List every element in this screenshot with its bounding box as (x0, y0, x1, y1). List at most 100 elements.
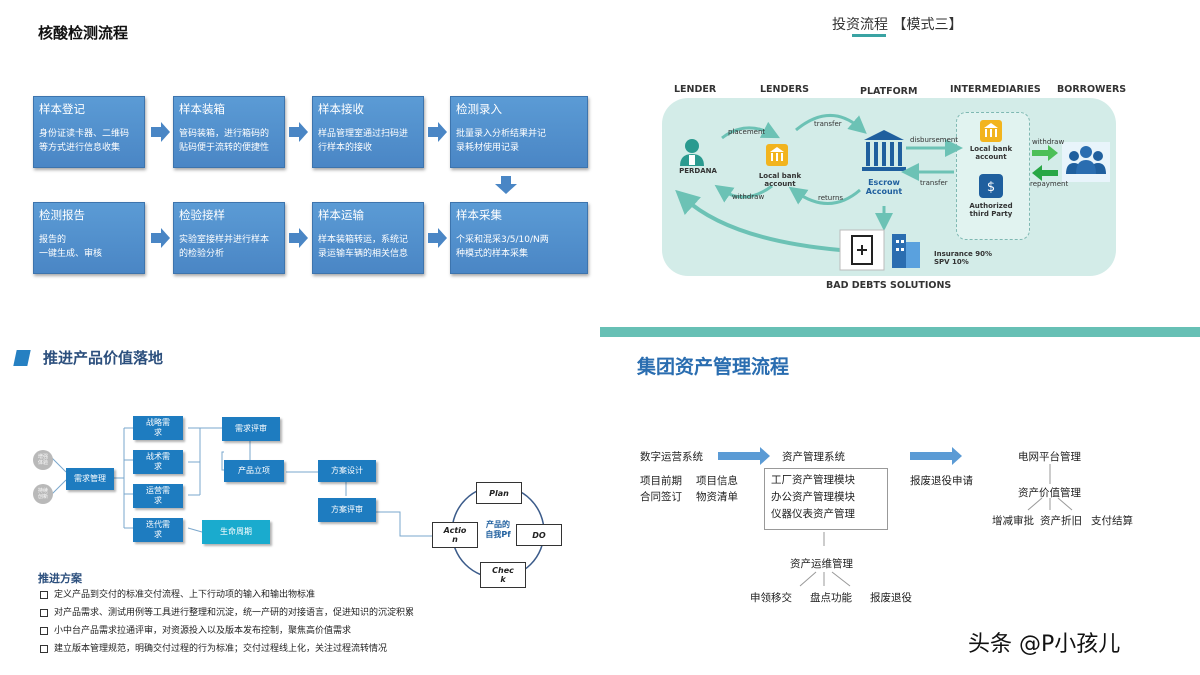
label-withdraw: withdraw (732, 193, 765, 201)
process-step-desc: 种模式的样本采集 (456, 249, 529, 259)
asset-ops-management: 资产运维管理 (790, 558, 853, 570)
arrow-down-1 (495, 176, 517, 194)
value-item: 增减审批 (992, 515, 1034, 527)
label-disbursement: disbursement (910, 136, 959, 144)
insurance-line1: Insurance 90% (934, 250, 992, 258)
arrow-right-2 (289, 122, 308, 142)
process-step-desc: 样品管理室通过扫码进 (318, 129, 409, 139)
bullet-square (40, 644, 48, 653)
product-approval-box: 产品立项 (224, 460, 284, 482)
pdca-center-line2: 自我Pf (485, 530, 511, 539)
local-bank-label: Local bank account (752, 172, 808, 188)
process-step-desc: 报告的 (39, 235, 67, 245)
intermediary-bank-icon (980, 120, 1002, 142)
scrap-apply: 报废退役申请 (910, 475, 973, 487)
process-step-title: 检测录入 (456, 102, 502, 116)
tactical-line1: 战术需 (146, 452, 170, 461)
process-step-desc: 贴码便于流转的便捷性 (179, 143, 270, 153)
arrow-bad-debts (675, 189, 841, 252)
arrow-returns (788, 186, 861, 205)
asset-management-system: 资产管理系统 (782, 451, 845, 463)
process-step-box: 样本运输样本装箱转运，系统记录运输车辆的相关信息 (312, 202, 424, 274)
check-line1: Chec (492, 566, 514, 575)
asset-value-management: 资产价值管理 (1018, 487, 1081, 499)
label-repayment: repayment (1030, 180, 1069, 188)
left-item: 项目信息 (696, 475, 738, 487)
escrow-bank-icon (862, 130, 906, 171)
watermark: 头条 @P小孩儿 (968, 632, 1121, 657)
module-item: 办公资产管理模块 (771, 491, 855, 503)
q1-arrows (151, 122, 517, 248)
arrow-transfer (795, 114, 867, 134)
arrow-right-5 (289, 228, 308, 248)
local-bank2-line2: account (975, 153, 1007, 161)
q2-title-mode: 【模式三】 (892, 17, 963, 33)
process-step-desc: 个采和混采3/5/10/N两 (456, 235, 549, 245)
process-step-desc: 实验室接样并进行样本 (179, 235, 270, 245)
process-step-desc: 管码装箱，进行箱码的 (179, 129, 270, 139)
iteration-demand-box: 迭代需求 (133, 518, 183, 542)
bubble-continuous-innovation: 持续创新 (33, 484, 53, 504)
borrowers-group-icon (1062, 142, 1110, 182)
header-platform: PLATFORM (860, 86, 918, 97)
bullet-text: 建立版本管理规范，明确交付过程的行为标准；交付过程线上化，关注过程流转情况 (54, 644, 388, 654)
process-step-box: 检测报告报告的一键生成、审核 (33, 202, 145, 274)
iteration-line2: 求 (154, 530, 162, 539)
bullet-square (40, 608, 48, 617)
clipboard-icon (839, 229, 885, 271)
arrow-repayment-green (1032, 165, 1058, 181)
process-step-box: 检测录入批量录入分析结果并记录耗材使用记录 (450, 96, 588, 168)
local-bank-line1: Local bank (758, 172, 802, 180)
label-withdraw2: withdraw (1032, 138, 1065, 146)
bubble1-line1: 增强 (37, 454, 48, 460)
tactical-demand-box: 战术需求 (133, 450, 183, 474)
q3-title-marker (13, 350, 31, 366)
q4-connectors (718, 447, 1073, 587)
arrow-right-1 (151, 122, 170, 142)
pdca-center: 产品的 自我Pf (478, 520, 518, 540)
bubble2-line1: 持续 (37, 488, 48, 494)
solution-design-box: 方案设计 (318, 460, 376, 482)
plan-subtitle: 推进方案 (38, 572, 82, 585)
operational-line2: 求 (154, 496, 162, 505)
process-step-box: 样本登记身份证读卡器、二维码等方式进行信息收集 (33, 96, 145, 168)
building-icon (892, 234, 920, 268)
arrow-placement (721, 121, 780, 140)
escrow-line2: Account (865, 187, 903, 196)
value-item: 资产折旧 (1040, 515, 1082, 527)
bubble2-line2: 创新 (37, 494, 48, 500)
process-step-box: 样本装箱管码装箱，进行箱码的贴码便于流转的便捷性 (173, 96, 285, 168)
bubble-enhance-experience: 增强体验 (33, 450, 53, 470)
operational-line1: 运营需 (146, 486, 170, 495)
demand-management-box: 需求管理 (66, 468, 114, 490)
left-item: 项目前期 (640, 475, 682, 487)
insurance-label: Insurance 90% SPV 10% (934, 250, 992, 266)
ops-item: 报废退役 (870, 592, 912, 604)
process-step-desc: 行样本的接收 (318, 143, 373, 153)
process-step-box: 检验接样实验室接样并进行样本的检验分析 (173, 202, 285, 274)
check-line2: k (500, 575, 506, 584)
header-intermediaries: INTERMEDIARIES (950, 84, 1041, 95)
arrow-right-6 (428, 228, 447, 248)
bullet-item: 定义产品到交付的标准交付流程、上下行动项的输入和输出物标准 (40, 587, 315, 600)
q2-diagram: $ (675, 114, 1110, 271)
label-returns: returns (818, 194, 844, 202)
escrow-label: Escrow Account (856, 178, 912, 196)
bullet-text: 小中台产品需求拉通评审，对资源投入以及版本发布控制，聚焦高价值需求 (54, 626, 352, 636)
lifecycle-box: 生命周期 (202, 520, 270, 544)
arrow-withdraw-green (1032, 145, 1058, 161)
process-step-box: 样本接收样品管理室通过扫码进行样本的接收 (312, 96, 424, 168)
local-bank-line2: account (764, 180, 796, 188)
value-item: 支付结算 (1091, 515, 1133, 527)
process-step-title: 样本接收 (318, 102, 364, 116)
pdca-do: DO (516, 524, 562, 546)
requirement-review-box: 需求评审 (222, 417, 280, 441)
grid-platform-management: 电网平台管理 (1018, 451, 1081, 463)
bullet-item: 对产品需求、测试用例等工具进行整理和沉淀，统一产研的对接语言，促进知识的沉淀积累 (40, 605, 414, 618)
process-step-title: 样本登记 (39, 102, 85, 116)
process-step-desc: 批量录入分析结果并记 (456, 129, 547, 139)
label-transfer: transfer (814, 120, 842, 128)
insurance-line2: SPV 10% (934, 258, 969, 266)
ops-item: 申领移交 (750, 592, 792, 604)
